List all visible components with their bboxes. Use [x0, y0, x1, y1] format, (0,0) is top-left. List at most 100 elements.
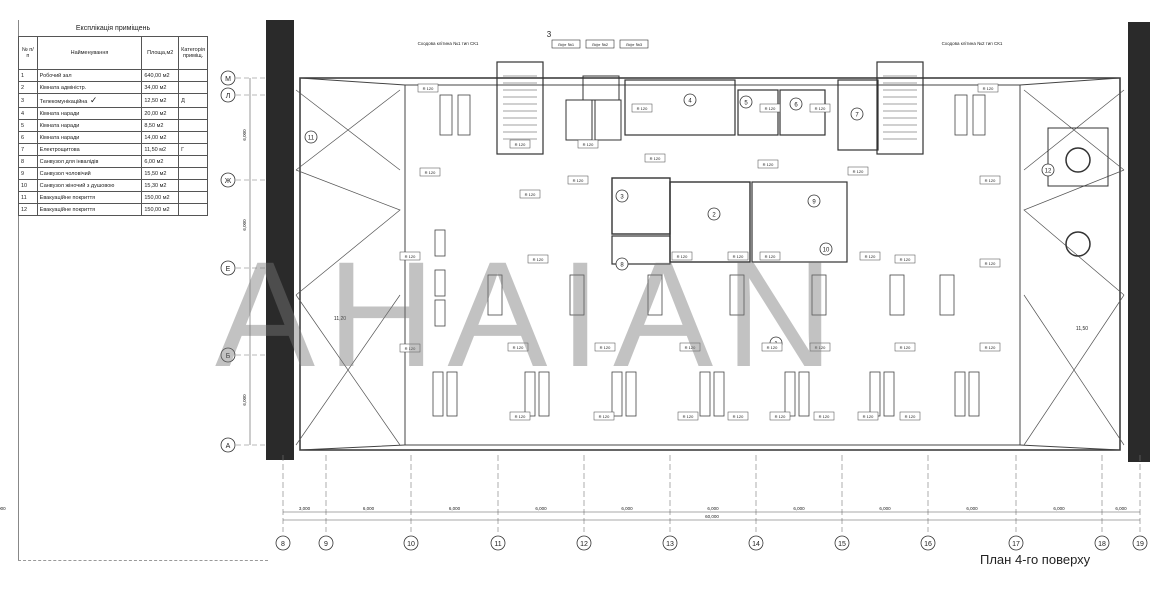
fire-rating-label: R 120 — [423, 86, 434, 91]
room-marker — [615, 189, 629, 203]
fire-rating-label: R 120 — [600, 345, 611, 350]
room-table-header: № п/п Найменування Площа,м2 Категорія пр… — [18, 36, 208, 70]
fire-rating-label: R 120 — [763, 162, 774, 167]
watermark: AHAIAN — [215, 230, 846, 398]
room-12 — [1047, 127, 1109, 187]
desk — [434, 299, 446, 327]
right-wall — [1128, 22, 1150, 462]
fire-rating-label: R 120 — [765, 106, 776, 111]
lift-shaft — [565, 99, 593, 141]
fire-rating-tag — [761, 342, 783, 352]
table-cell — [178, 203, 208, 216]
fire-rating-tag — [759, 103, 781, 113]
axis-marker — [220, 347, 236, 363]
fire-rating-label: R 120 — [765, 254, 776, 259]
room-marker — [304, 130, 318, 144]
axis-marker — [1094, 535, 1110, 551]
axis-label: Ж — [225, 178, 232, 185]
stair-number: 3 — [547, 30, 552, 39]
axis-marker — [576, 535, 592, 551]
fire-rating-label: R 120 — [985, 345, 996, 350]
room-marker — [707, 207, 721, 221]
room-number: 8 — [620, 263, 624, 269]
axis-label: Б — [226, 353, 231, 360]
desk — [869, 371, 881, 417]
room-number: 2 — [712, 213, 716, 219]
axis-marker — [275, 535, 291, 551]
fire-rating-tag — [769, 411, 791, 421]
fire-rating-tag — [631, 103, 653, 113]
fire-rating-tag — [577, 139, 599, 149]
desk — [972, 94, 986, 136]
fire-rating-tag — [509, 411, 531, 421]
desk — [798, 371, 810, 417]
axis-label: А — [226, 443, 231, 450]
fire-rating-label: R 120 — [573, 178, 584, 183]
fire-rating-tag — [593, 411, 615, 421]
stair-note: Сходова клітина №1 тип СК1 — [418, 41, 479, 46]
fire-rating-label: R 120 — [815, 345, 826, 350]
room-6 — [779, 89, 826, 136]
side-dimension: 11,50 — [1076, 326, 1088, 332]
room-7 — [837, 79, 879, 151]
fire-rating-tag — [399, 343, 421, 353]
desk — [446, 371, 458, 417]
lift-shaft — [582, 75, 620, 101]
fire-rating-label: R 120 — [515, 414, 526, 419]
dimension-label: 3,000 — [299, 506, 311, 511]
dimension-label: 6,000 — [1115, 506, 1127, 511]
legend-title: Експлікація приміщень — [75, 25, 151, 32]
axis-marker — [1132, 535, 1148, 551]
axis-marker — [920, 535, 936, 551]
room-number: 5 — [744, 101, 748, 107]
fire-rating-tag — [899, 411, 921, 421]
bottom-border-line — [18, 560, 268, 562]
room-marker — [819, 242, 833, 256]
fire-rating-label: R 120 — [583, 142, 594, 147]
axis-label: 15 — [838, 541, 846, 548]
room-number: 3 — [620, 195, 624, 201]
axis-label: М — [225, 76, 231, 83]
evac-right-diagonals — [1023, 89, 1125, 446]
axis-marker — [662, 535, 678, 551]
desk — [889, 274, 905, 316]
fire-rating-tag — [567, 175, 589, 185]
desk — [457, 94, 471, 136]
table-cell: Евакуаційне покриття — [36, 203, 143, 216]
fire-rating-tag — [979, 258, 1001, 268]
stair-note: Сходова клітина №2 тип СК1 — [942, 41, 1003, 46]
room-marker — [739, 95, 753, 109]
axis-marker — [748, 535, 764, 551]
fire-rating-label: R 120 — [677, 254, 688, 259]
fire-rating-tag — [809, 103, 831, 113]
stair-core — [876, 61, 924, 155]
fire-rating-tag — [727, 251, 749, 261]
desk — [713, 371, 725, 417]
fire-rating-tag — [809, 342, 831, 352]
room-4 — [624, 79, 736, 136]
fire-rating-tag — [527, 254, 549, 264]
axis-label: Л — [226, 93, 231, 100]
axis-marker — [403, 535, 419, 551]
lift-label: Ліфт №2 — [592, 42, 609, 47]
fire-rating-label: R 120 — [650, 156, 661, 161]
desk — [538, 371, 550, 417]
fire-rating-label: R 120 — [767, 345, 778, 350]
corner-links — [299, 77, 1121, 451]
room-number: 9 — [812, 200, 816, 206]
axis-label: 10 — [407, 541, 415, 548]
lift-tag — [551, 39, 581, 49]
vent-icon — [1065, 231, 1091, 257]
fire-rating-tag — [644, 153, 666, 163]
desk — [699, 371, 711, 417]
fire-rating-label: R 120 — [819, 414, 830, 419]
room-marker — [1041, 163, 1055, 177]
room-2 — [669, 181, 751, 263]
desk — [432, 371, 444, 417]
fire-rating-label: R 120 — [637, 106, 648, 111]
check-icon: ✓ — [87, 95, 98, 105]
axis-label: 8 — [281, 541, 285, 548]
fire-rating-label: R 120 — [733, 254, 744, 259]
